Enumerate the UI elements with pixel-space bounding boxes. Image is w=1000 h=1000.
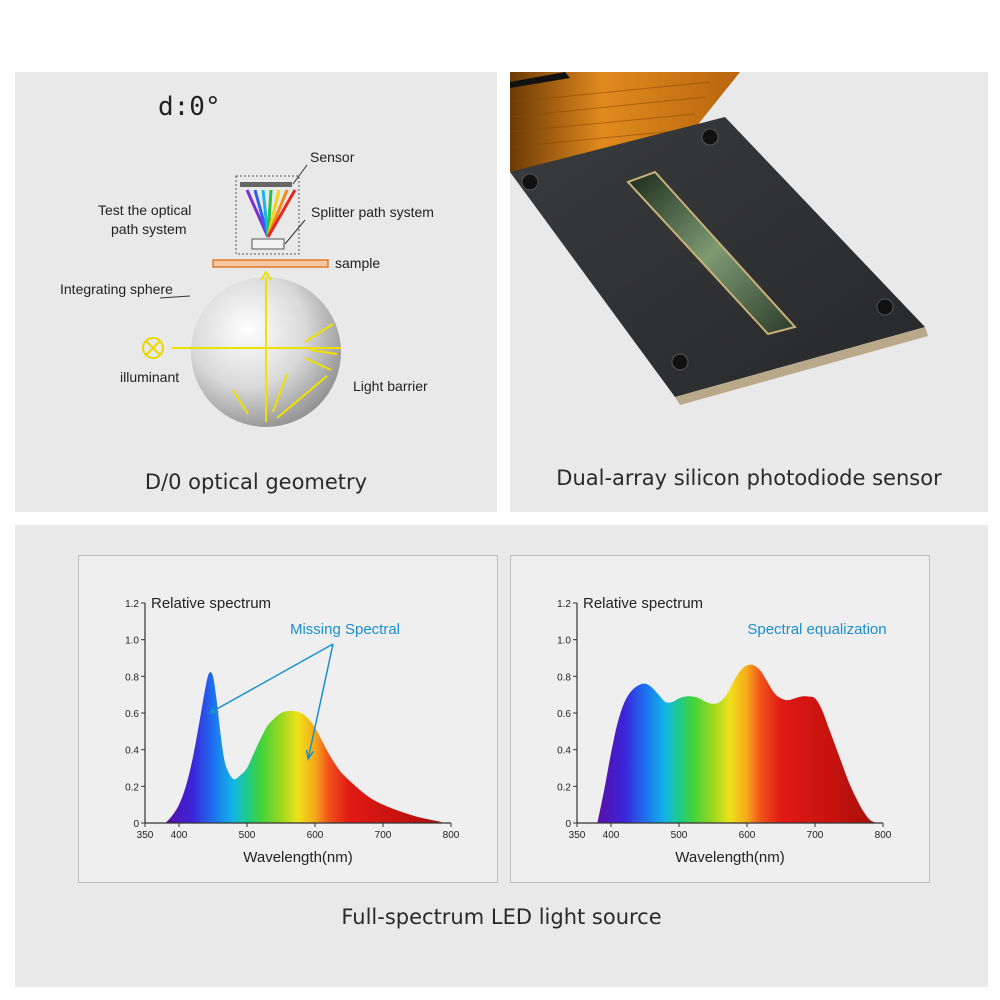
angle-label: d:0°	[158, 92, 221, 122]
sample-label: sample	[335, 255, 381, 271]
sensor-label: Sensor	[310, 149, 355, 165]
sample-plate	[212, 259, 329, 268]
sphere-label: Integrating sphere	[60, 281, 173, 297]
illuminant-label: illuminant	[120, 369, 180, 385]
optics-panel: d:0°	[15, 72, 497, 512]
photodiode-sensor-photo	[510, 72, 928, 405]
chart-box-left	[78, 555, 498, 883]
spectrum-panel: Full-spectrum LED light source	[15, 525, 988, 987]
spectrum-caption: Full-spectrum LED light source	[341, 905, 662, 929]
sensor-caption: Dual-array silicon photodiode sensor	[556, 466, 942, 490]
barrier-label: Light barrier	[353, 378, 428, 394]
illuminant-icon	[142, 337, 164, 359]
splitter-rays	[245, 189, 297, 238]
chart-box-right	[510, 555, 930, 883]
test-label-line1: Test the optical	[98, 202, 192, 218]
sensor-panel: Dual-array silicon photodiode sensor	[510, 72, 988, 512]
splitter-label: Splitter path system	[311, 204, 434, 220]
splitter-element	[251, 238, 285, 250]
sensor-box	[235, 175, 300, 255]
test-label-line2: path system	[111, 221, 187, 237]
optics-diagram	[142, 164, 341, 427]
sensor-bar	[240, 182, 292, 187]
optics-caption: D/0 optical geometry	[144, 470, 368, 494]
